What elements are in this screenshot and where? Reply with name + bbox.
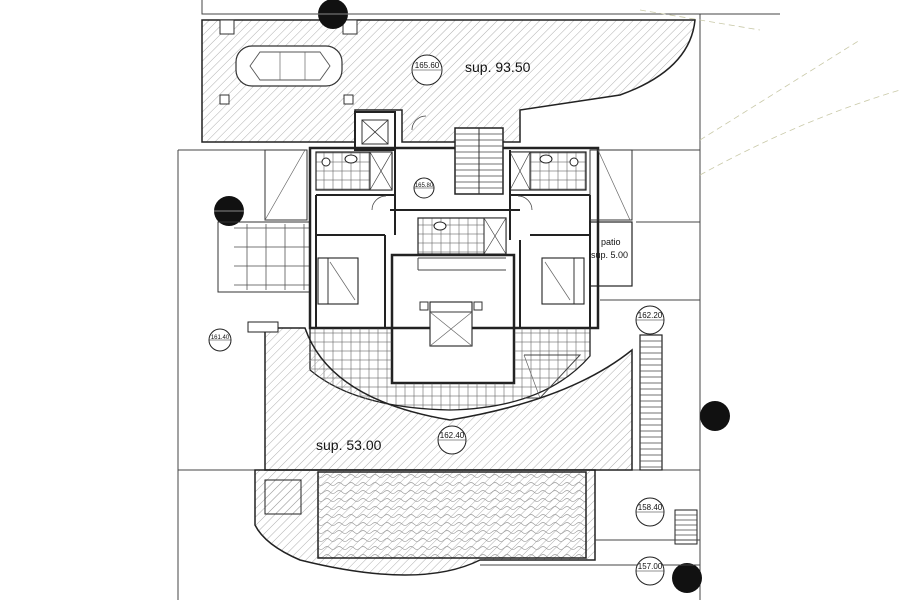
level-157-00: 157.00 [638,562,663,571]
bathroom-left [315,151,393,191]
level-marker-icon: 162.20 [635,305,665,335]
upper-terrace-area: sup. 93.50 [465,59,531,75]
level-markers: 165.60 165.80 161.40 162.20 162.40 158.4… [208,54,665,586]
patio-area: sup. 5.00 [591,250,628,260]
bathroom-center [417,217,507,255]
level-162-20: 162.20 [638,311,663,320]
level-165-60: 165.60 [415,61,440,70]
level-158-40: 158.40 [638,503,663,512]
lower-terrace: sup. 53.00 [247,321,633,471]
level-marker-icon: 161.40 [208,328,232,352]
level-162-40: 162.40 [440,431,465,440]
bathroom-right [509,151,587,191]
level-161-40: 161.40 [211,335,230,341]
level-marker-icon: 162.40 [437,425,467,455]
bed-right [541,257,585,305]
right-stairs [639,334,698,545]
contour-lines [639,9,900,176]
right-patio: patio sup. 5.00 [589,149,633,287]
interior-walls [315,115,591,328]
car-icon [235,45,343,87]
level-marker-icon: 158.40 [635,497,665,527]
patio-label: patio [601,237,621,247]
level-marker-icon: 157.00 [635,556,665,586]
tree-icon [214,0,730,593]
level-marker-icon: 165.80 [413,177,435,199]
bed-left [317,257,359,305]
stairs [454,127,504,195]
bed-master [419,301,483,347]
left-tiled-patio [217,149,311,293]
level-marker-icon: 165.60 [411,54,443,86]
level-165-80: 165.80 [415,183,434,189]
lower-terrace-area: sup. 53.00 [316,437,382,453]
pool-area [254,469,700,576]
